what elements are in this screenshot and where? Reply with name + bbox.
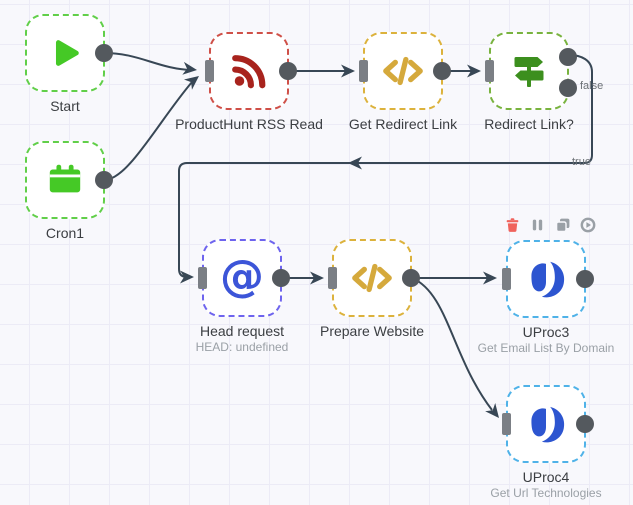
at-icon: @	[220, 250, 264, 302]
execute-node-button[interactable]	[579, 216, 596, 233]
output-endpoint[interactable]	[433, 62, 451, 80]
calendar-icon	[49, 164, 81, 193]
node-redirectlink-box[interactable]	[485, 32, 577, 110]
arrowhead	[182, 61, 197, 75]
node-label: Redirect Link?	[484, 116, 574, 132]
node-getredirectlink-box[interactable]	[359, 32, 451, 110]
node-label: UProc4	[522, 469, 570, 485]
output-endpoint[interactable]	[576, 270, 594, 288]
node-label: UProc3	[522, 324, 570, 340]
node-label: Get Redirect Link	[348, 116, 458, 132]
node-uproc4: UProc4 Get Url Technologies	[490, 385, 602, 500]
arrowhead	[180, 270, 194, 284]
node-redirect-link: Redirect Link?	[484, 32, 577, 132]
code-icon	[352, 263, 392, 293]
node-subtitle: Get Email List By Domain	[477, 341, 615, 355]
node-cron1-box[interactable]	[25, 141, 113, 219]
node-label: Start	[50, 98, 80, 114]
trash-icon	[506, 217, 519, 232]
play-icon	[55, 40, 79, 66]
input-endpoint[interactable]	[359, 60, 368, 82]
output-endpoint[interactable]	[279, 62, 297, 80]
output-endpoint-true[interactable]	[559, 48, 577, 66]
arrowhead	[485, 403, 499, 418]
output-endpoint[interactable]	[95, 171, 113, 189]
pause-node-button[interactable]	[529, 216, 546, 233]
node-subtitle: HEAD: undefined	[195, 340, 289, 354]
node-cron1: Cron1	[25, 141, 113, 241]
node-headrequest-box[interactable]: @	[198, 239, 290, 317]
node-start-box[interactable]	[25, 14, 113, 92]
node-head-request: @ Head request HEAD: undefined	[196, 239, 290, 354]
pause-icon	[532, 219, 543, 230]
input-endpoint[interactable]	[502, 268, 511, 290]
input-endpoint[interactable]	[502, 413, 511, 435]
node-preparewebsite-box[interactable]	[328, 239, 420, 317]
node-subtitle: Get Url Technologies	[490, 486, 602, 500]
node-producthunt-rss-read: ProductHunt RSS Read	[175, 32, 323, 132]
input-endpoint[interactable]	[198, 267, 207, 289]
node-action-toolbar	[504, 216, 596, 233]
input-endpoint[interactable]	[205, 60, 214, 82]
output-endpoint-false[interactable]	[559, 79, 577, 97]
connection-preparewebsite-to-uproc4[interactable]	[411, 277, 493, 411]
output-endpoint[interactable]	[95, 44, 113, 62]
node-label: Head request	[199, 323, 285, 339]
connection-start-to-producthunt[interactable]	[103, 52, 193, 71]
arrowhead	[348, 156, 362, 170]
arrowhead	[467, 64, 481, 78]
arrowhead	[341, 64, 355, 78]
duplicate-icon	[555, 218, 569, 232]
connection-redirectlink-true-to-headrequest[interactable]	[178, 54, 593, 278]
node-start: Start	[25, 14, 113, 114]
node-prepare-website: Prepare Website	[320, 239, 424, 339]
output-label-false: false	[580, 80, 604, 92]
input-endpoint[interactable]	[328, 267, 337, 289]
output-endpoint[interactable]	[402, 269, 420, 287]
output-label-true: true	[572, 156, 591, 168]
play-circle-icon	[580, 217, 595, 232]
node-uproc4-box[interactable]	[502, 385, 594, 463]
uproc-logo-icon	[531, 261, 565, 298]
arrowhead	[310, 271, 324, 285]
rss-icon	[232, 55, 266, 89]
duplicate-node-button[interactable]	[554, 216, 571, 233]
node-uproc3: UProc3 Get Email List By Domain	[478, 240, 614, 355]
output-endpoint[interactable]	[272, 269, 290, 287]
delete-node-button[interactable]	[504, 216, 521, 233]
node-label: Prepare Website	[319, 323, 424, 339]
node-producthunt-box[interactable]	[205, 32, 297, 110]
output-endpoint[interactable]	[576, 415, 594, 433]
node-uproc3-box[interactable]	[502, 240, 594, 318]
uproc-logo-icon	[531, 406, 565, 443]
code-icon	[383, 56, 423, 86]
input-endpoint[interactable]	[485, 60, 494, 82]
node-get-redirect-link: Get Redirect Link	[349, 32, 457, 132]
arrowhead	[483, 271, 497, 285]
arrowhead	[183, 76, 199, 90]
map-signs-icon	[514, 57, 544, 87]
node-label: Cron1	[45, 225, 85, 241]
node-label: ProductHunt RSS Read	[175, 116, 323, 132]
